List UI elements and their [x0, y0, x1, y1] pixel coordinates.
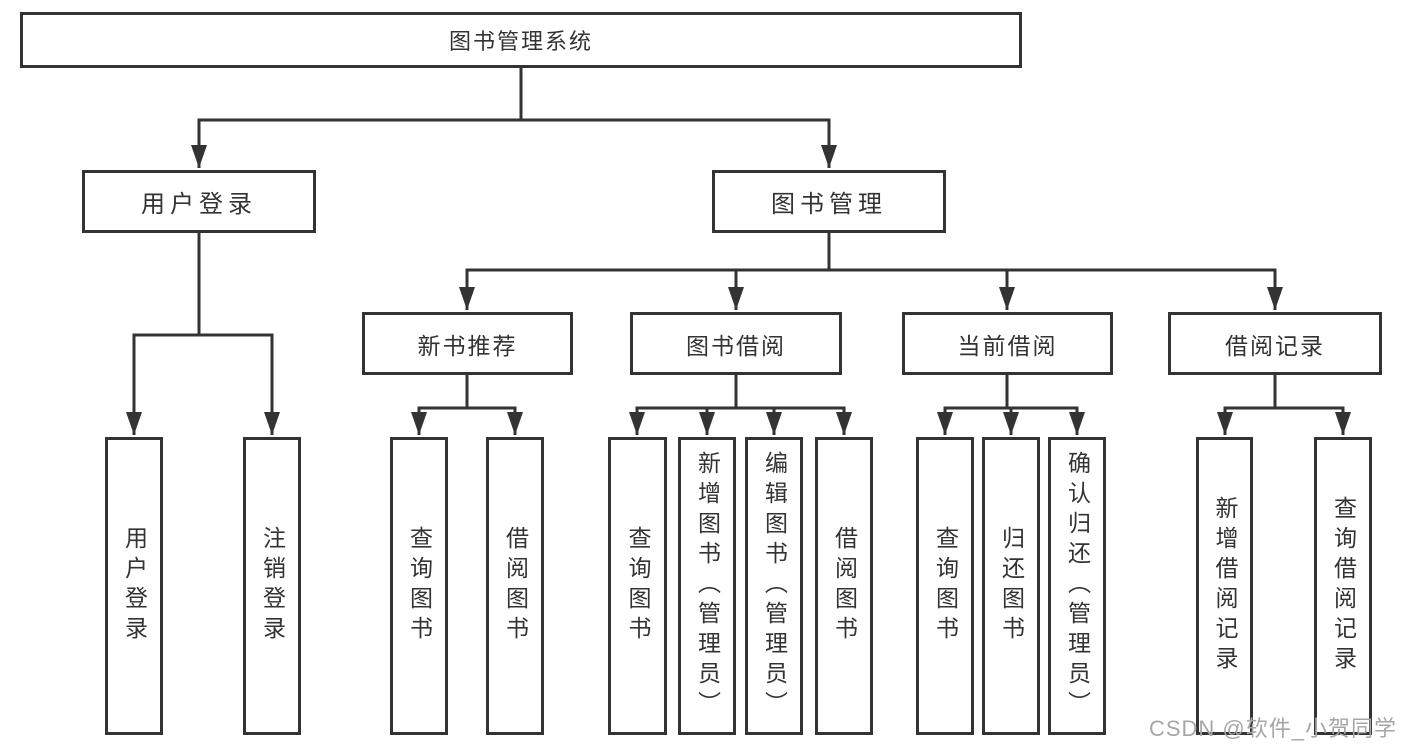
node-book-management: 图书管理: [712, 170, 946, 233]
node-borrowing-records: 借阅记录: [1168, 312, 1382, 375]
node-library-system: 图书管理系统: [20, 12, 1022, 68]
leaf-return-book-label: 归还图书: [998, 526, 1025, 646]
node-new-book-recommendation-label: 新书推荐: [417, 332, 518, 359]
leaf-borrow-books-recommendation-label: 借阅图书: [502, 526, 529, 646]
leaf-query-books-borrowing-label: 查询图书: [625, 526, 651, 646]
leaf-logout-label: 注销登录: [259, 526, 286, 646]
leaf-query-books-current-label: 查询图书: [932, 526, 959, 646]
leaf-query-borrow-record: 查询借阅记录: [1314, 437, 1372, 735]
leaf-query-books-current: 查询图书: [916, 437, 974, 735]
leaf-user-login-label: 用户登录: [121, 526, 148, 646]
node-user-login: 用户登录: [82, 170, 316, 233]
leaf-return-book: 归还图书: [982, 437, 1040, 735]
leaf-edit-book-admin: 编辑图书（管理员）: [745, 437, 803, 735]
node-current-borrowing: 当前借阅: [902, 312, 1113, 375]
leaf-logout: 注销登录: [243, 437, 301, 735]
node-book-management-label: 图书管理: [771, 191, 887, 218]
leaf-edit-book-admin-label: 编辑图书（管理员）: [761, 451, 788, 721]
leaf-query-borrow-record-label: 查询借阅记录: [1330, 496, 1357, 676]
leaf-add-borrow-record-label: 新增借阅记录: [1212, 496, 1238, 676]
leaf-user-login: 用户登录: [105, 437, 163, 735]
node-book-borrowing-label: 图书借阅: [686, 332, 786, 359]
node-current-borrowing-label: 当前借阅: [957, 332, 1058, 359]
node-book-borrowing: 图书借阅: [630, 312, 842, 375]
node-user-login-label: 用户登录: [141, 191, 257, 218]
leaf-confirm-return-admin-label: 确认归还（管理员）: [1064, 451, 1091, 721]
arrow-down-icon: [126, 120, 1351, 435]
leaf-borrow-books-borrowing-label: 借阅图书: [831, 526, 858, 646]
node-library-system-label: 图书管理系统: [448, 29, 593, 54]
node-borrowing-records-label: 借阅记录: [1225, 332, 1325, 359]
leaf-borrow-books-borrowing: 借阅图书: [815, 437, 873, 735]
leaf-query-books-recommendation: 查询图书: [390, 437, 448, 735]
leaf-confirm-return-admin: 确认归还（管理员）: [1048, 437, 1106, 735]
node-new-book-recommendation: 新书推荐: [362, 312, 573, 375]
leaf-query-books-borrowing: 查询图书: [608, 437, 667, 735]
leaf-query-books-recommendation-label: 查询图书: [406, 526, 433, 646]
leaf-borrow-books-recommendation: 借阅图书: [486, 437, 544, 735]
leaf-add-book-admin-label: 新增图书（管理员）: [694, 451, 721, 721]
leaf-add-borrow-record: 新增借阅记录: [1196, 437, 1253, 735]
leaf-add-book-admin: 新增图书（管理员）: [678, 437, 736, 735]
watermark: CSDN @软件_小贺同学: [1148, 716, 1397, 741]
